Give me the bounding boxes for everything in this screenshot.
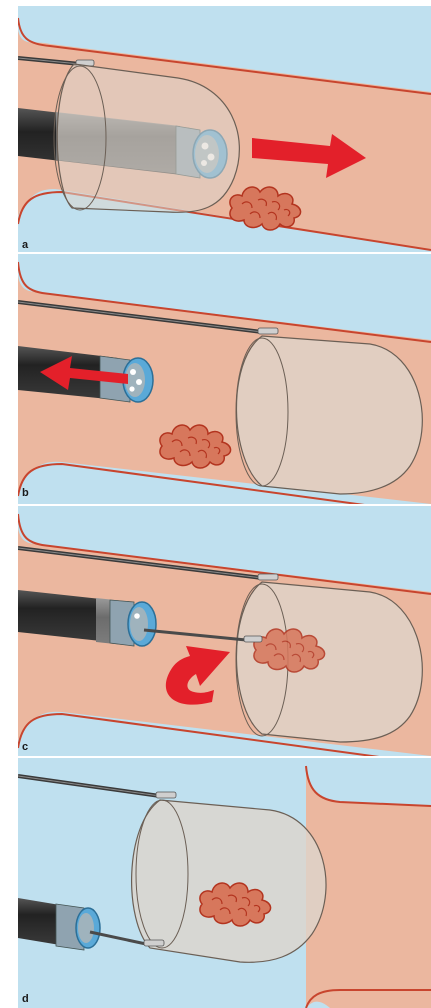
panel-a: a <box>18 6 431 252</box>
panel-label-d: d <box>22 993 29 1005</box>
panel-b: b <box>18 254 431 514</box>
transparent-cap-icon <box>132 800 326 962</box>
panel-label-b: b <box>22 487 29 499</box>
panel-label-c: c <box>22 741 28 753</box>
panel-c: c <box>18 506 431 764</box>
panel-d: d <box>18 758 431 1008</box>
panel-label-a: a <box>22 239 29 251</box>
transparent-cap-icon <box>236 336 422 494</box>
